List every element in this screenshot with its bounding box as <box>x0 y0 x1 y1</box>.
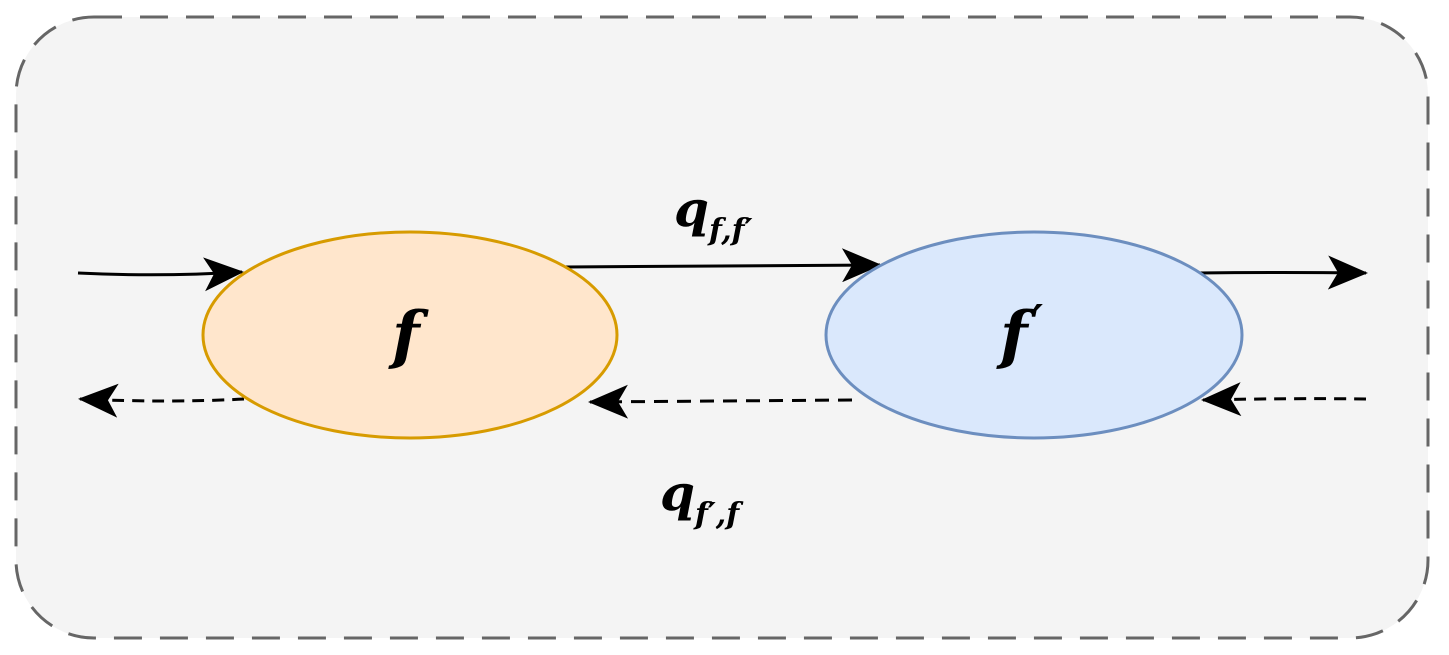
incoming-arrow <box>77 257 244 292</box>
forward-edge-label-sub: f,f′ <box>708 213 753 248</box>
node-f-label: f <box>392 298 420 373</box>
forward-arrow <box>564 248 882 283</box>
container-box <box>14 15 1430 640</box>
backward-edge-label: qf′,f <box>660 468 739 530</box>
forward-edge-label-main: q <box>674 179 709 238</box>
node-f-prime-mark: ′ <box>1031 296 1044 347</box>
backward-edge-label-sub: f′,f <box>694 497 740 532</box>
backward-edge-label-main: q <box>660 463 695 522</box>
node-f <box>201 230 619 440</box>
node-f-prime-label: f′ <box>1000 300 1043 368</box>
forward-edge-label: qf,f′ <box>674 184 752 246</box>
backward-incoming-arrow <box>1201 382 1367 417</box>
node-f-prime-letter: f <box>1000 298 1028 373</box>
node-f-prime <box>824 230 1244 440</box>
outgoing-arrow <box>1197 255 1368 290</box>
backward-arrow <box>588 384 853 419</box>
backward-outgoing-arrow <box>78 383 245 418</box>
